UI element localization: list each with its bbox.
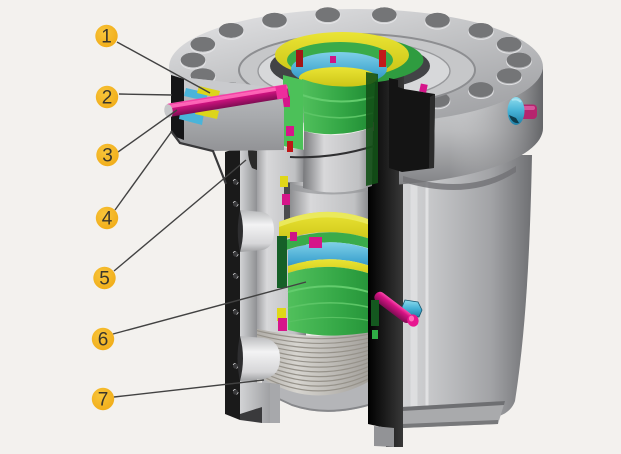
svg-text:7: 7: [98, 390, 109, 411]
svg-text:1: 1: [101, 27, 112, 48]
svg-text:6: 6: [98, 330, 109, 351]
svg-text:4: 4: [102, 209, 113, 230]
svg-text:5: 5: [99, 269, 110, 290]
svg-text:2: 2: [102, 88, 113, 109]
svg-text:3: 3: [102, 146, 113, 167]
